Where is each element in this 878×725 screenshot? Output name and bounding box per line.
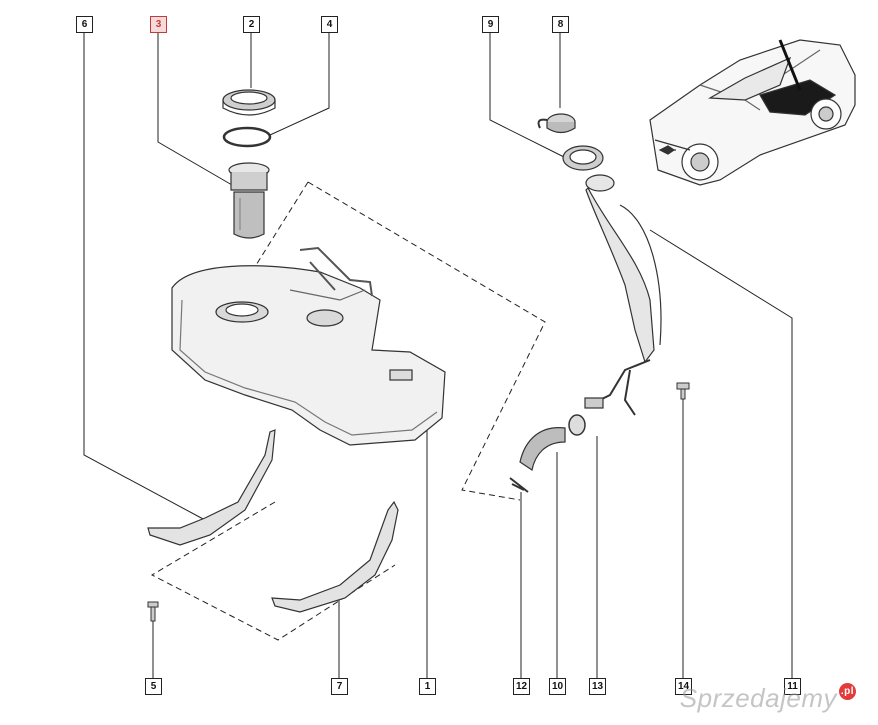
- tank-strap-rear: [271, 500, 399, 613]
- callout-4: 4: [321, 16, 338, 33]
- callout-10: 10: [549, 678, 566, 695]
- filler-neck-pipe: [584, 174, 662, 416]
- bolt-14: [676, 382, 690, 400]
- callout-11: 11: [784, 678, 801, 695]
- watermark-text: Sprzedajemy: [679, 683, 837, 713]
- callout-12: 12: [513, 678, 530, 695]
- vehicle-illustration: [649, 39, 856, 186]
- watermark-suffix: .pl: [839, 683, 856, 700]
- callout-14: 14: [675, 678, 692, 695]
- callout-6: 6: [76, 16, 93, 33]
- dashed-envelope-tank: [247, 181, 546, 501]
- filler-cap: [537, 113, 576, 134]
- hose-clamp: [568, 414, 586, 436]
- leader-6: [83, 32, 206, 521]
- watermark: Sprzedajemy.pl: [680, 683, 856, 714]
- locking-ring: [222, 89, 276, 116]
- callout-5: 5: [145, 678, 162, 695]
- bolt-5: [147, 601, 159, 622]
- leader-3: [157, 32, 233, 186]
- fuel-pump-module: [228, 162, 270, 239]
- callout-1: 1: [419, 678, 436, 695]
- callout-2: 2: [243, 16, 260, 33]
- leader-11: [649, 229, 793, 678]
- callout-7: 7: [331, 678, 348, 695]
- filler-hose: [519, 427, 566, 471]
- pump-seal: [222, 126, 272, 148]
- tank-strap-front: [147, 429, 276, 546]
- callout-9: 9: [482, 16, 499, 33]
- leader-4: [269, 32, 330, 136]
- callout-8: 8: [552, 16, 569, 33]
- clip-12: [509, 477, 529, 493]
- dashed-envelope-straps: [150, 501, 396, 641]
- filler-neck-seal: [562, 145, 604, 171]
- callout-3: 3: [150, 16, 167, 33]
- leader-9: [489, 32, 567, 159]
- callout-13: 13: [589, 678, 606, 695]
- fuel-tank: [171, 246, 446, 446]
